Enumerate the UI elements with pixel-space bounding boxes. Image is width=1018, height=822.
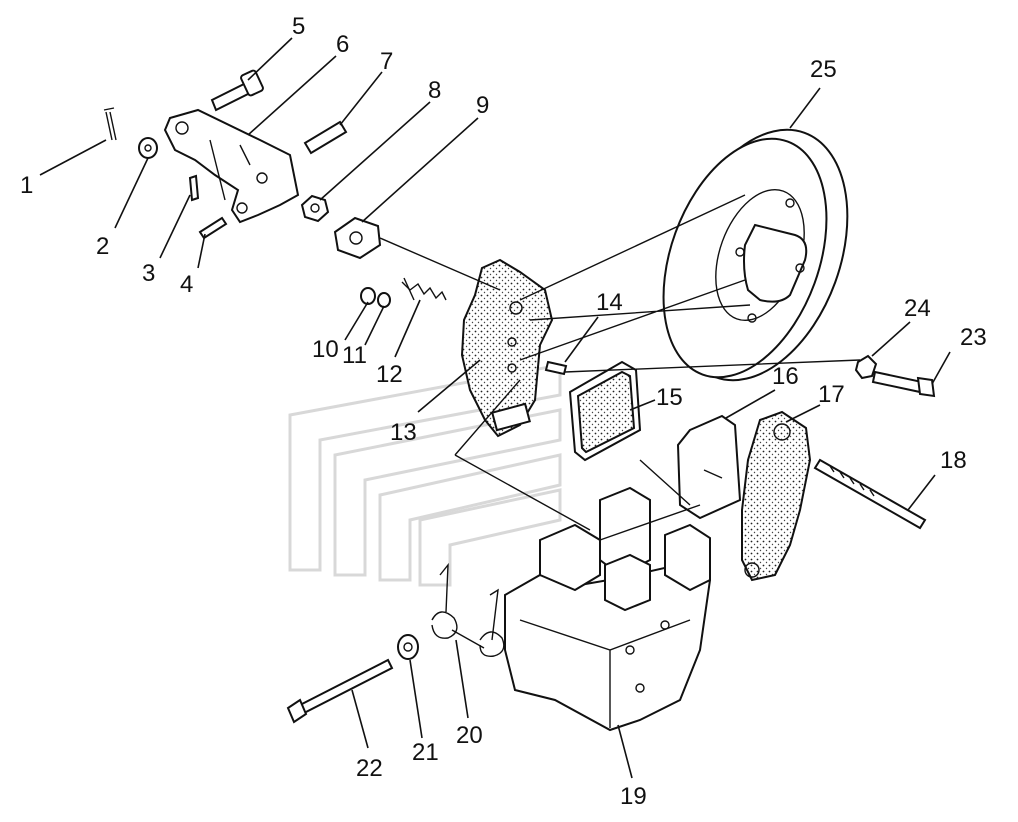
washer-10	[360, 287, 376, 305]
washer-24	[854, 354, 878, 380]
callout-1: 1	[20, 172, 33, 199]
pin-7	[303, 120, 348, 155]
callout-labels: 1 2 3 4 5 6 7 8 9 10 11 12 13 14 15 16 1…	[20, 13, 987, 810]
callout-3: 3	[142, 260, 155, 287]
callout-11: 11	[342, 342, 367, 369]
callout-10: 10	[312, 336, 339, 363]
callout-14: 14	[596, 289, 623, 316]
pin-4	[198, 216, 228, 240]
callout-24: 24	[904, 295, 931, 322]
pin-3	[188, 174, 200, 202]
pin-14	[544, 360, 568, 376]
callout-22: 22	[356, 755, 383, 782]
assembly-guide-lines	[379, 194, 861, 541]
callout-4: 4	[180, 271, 193, 298]
brake-pad-16	[676, 414, 742, 520]
brake-disc	[662, 128, 849, 382]
callout-13: 13	[390, 419, 417, 446]
callout-7: 7	[380, 48, 393, 75]
threaded-rod-18	[813, 458, 927, 530]
callout-2: 2	[96, 233, 109, 260]
brake-lever-13	[460, 258, 554, 438]
callout-12: 12	[376, 361, 403, 388]
callout-17: 17	[818, 381, 845, 408]
adjuster-9	[333, 216, 382, 260]
spring-12	[401, 277, 447, 301]
leader-lines	[39, 37, 951, 779]
brake-pad-15	[568, 360, 642, 462]
cotter-pin-1	[103, 107, 117, 141]
washer-21	[397, 634, 419, 660]
callout-5: 5	[292, 13, 305, 40]
bolt-23	[871, 370, 936, 398]
bolt-22	[286, 658, 394, 724]
bracket	[163, 108, 300, 224]
brake-lever-17	[741, 410, 812, 582]
spring-20	[431, 562, 505, 657]
washer-2	[138, 137, 158, 159]
callout-9: 9	[476, 92, 489, 119]
callout-23: 23	[960, 324, 987, 351]
callout-25: 25	[810, 56, 837, 83]
nut-8	[300, 194, 330, 223]
callout-6: 6	[336, 31, 349, 58]
callout-19: 19	[620, 783, 647, 810]
callout-16: 16	[772, 363, 799, 390]
callout-18: 18	[940, 447, 967, 474]
callout-15: 15	[656, 384, 683, 411]
callout-8: 8	[428, 77, 441, 104]
caliper-body-19	[504, 486, 712, 732]
callout-21: 21	[412, 739, 439, 766]
bolt-5	[210, 69, 264, 112]
washer-11	[377, 292, 391, 308]
callout-20: 20	[456, 722, 483, 749]
